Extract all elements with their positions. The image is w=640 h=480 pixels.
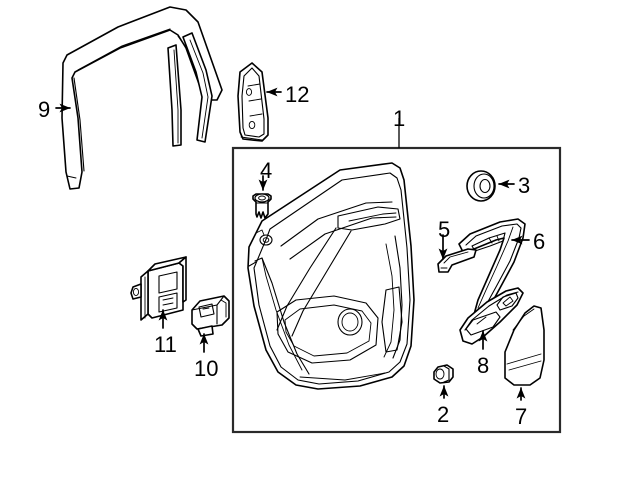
part-trim-retainer-clip	[433, 364, 454, 384]
callout-label-5: 5	[438, 217, 451, 242]
callout-label-10: 10	[194, 356, 219, 381]
callout-label-3: 3	[518, 173, 531, 198]
callout-label-11: 11	[154, 332, 177, 357]
callout-label-12: 12	[285, 82, 310, 107]
assembly-group-box	[231, 146, 562, 434]
callout-label-2: 2	[437, 402, 450, 427]
part-rear-corner-trim-panel	[504, 305, 545, 386]
part-door-trim-panel	[247, 162, 415, 390]
part-speaker-grommet	[466, 170, 496, 202]
part-handle-bezel-insert	[437, 248, 477, 273]
callout-label-6: 6	[533, 229, 546, 254]
callout-label-4: 4	[260, 158, 273, 183]
callout-label-7: 7	[515, 404, 528, 429]
part-window-lift-switch	[191, 295, 230, 337]
part-panel-fastener-bushing	[252, 193, 272, 219]
callout-label-9: 9	[38, 97, 51, 122]
part-pillar-applique-trim	[237, 62, 269, 142]
callout-label-1: 1	[393, 106, 406, 131]
part-door-control-module	[130, 256, 187, 321]
part-window-frame-weatherstrip	[61, 6, 223, 190]
callout-label-8: 8	[477, 353, 490, 378]
part-window-switch-bezel	[459, 287, 524, 345]
